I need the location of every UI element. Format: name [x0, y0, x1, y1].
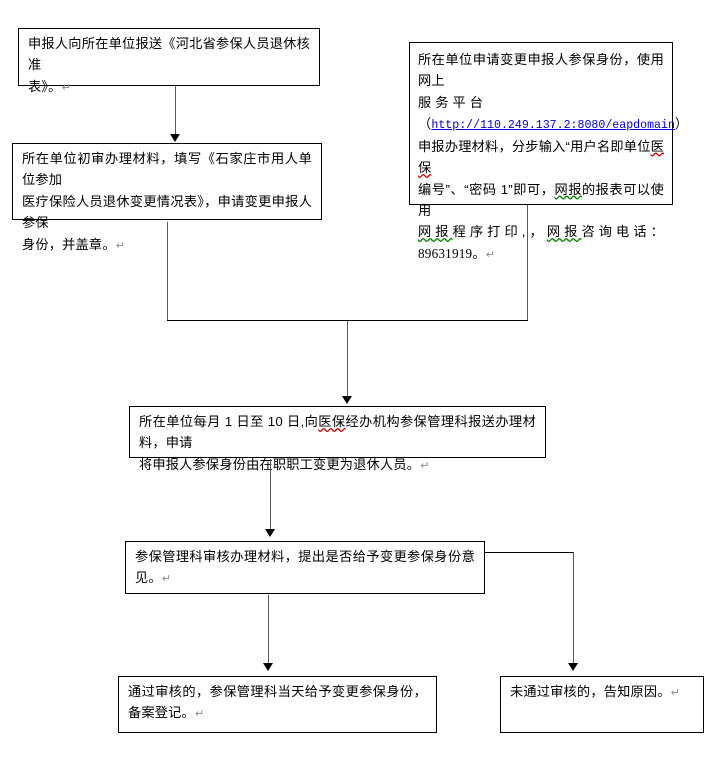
- connector-step5-branch-right: [485, 552, 574, 553]
- flow-node-step7[interactable]: 未通过审核的，告知原因。↵: [500, 676, 704, 733]
- flow-node-step5[interactable]: 参保管理科审核办理材料，提出是否给予变更参保身份意见。↵: [125, 541, 485, 594]
- connector-step5-to-step7: [573, 552, 574, 665]
- step3-word-wu: 务: [435, 94, 449, 110]
- step3-line1: 所在单位申请变更申报人参保身份，使用网上: [418, 52, 664, 89]
- step3-word-ping: 平: [452, 94, 466, 110]
- step3-line6: 网报程序打印,，网报咨询电话：89631919。↵: [418, 224, 664, 261]
- step1-line2: 表》。↵: [28, 78, 71, 94]
- step3-word-tai: 台: [469, 94, 484, 110]
- spellcheck-wangbao-3: 网报: [546, 224, 582, 240]
- arrowhead-step4-to-step5: [265, 529, 275, 537]
- paragraph-mark-icon: ↵: [61, 81, 71, 94]
- step3-line4: 申报办理材料，分步输入“用户名即单位医保: [418, 138, 664, 176]
- paragraph-mark-icon: ↵: [420, 459, 430, 472]
- step2-line3: 身份，并盖章。↵: [22, 236, 126, 252]
- flow-node-step2[interactable]: 所在单位初审办理材料，填写《石家庄市用人单位参加 医疗保险人员退休变更情况表》，…: [12, 143, 322, 252]
- spellcheck-yibao: 医保: [418, 138, 664, 176]
- arrowhead-step5-to-step7: [568, 663, 578, 671]
- step1-line1: 申报人向所在单位报送《河北省参保人员退休核准: [28, 36, 310, 73]
- step4-line1: 所在单位每月 1 日至 10 日,向医保经办机构参保管理科报送办理材料，申请: [139, 414, 536, 451]
- step2-line1: 所在单位初审办理材料，填写《石家庄市用人单位参加: [22, 151, 312, 188]
- paragraph-mark-icon: ↵: [194, 708, 205, 721]
- connector-step2-down: [167, 222, 168, 321]
- flow-node-step3[interactable]: 所在单位申请变更申报人参保身份，使用网上 服 务 平 台 （http://110…: [409, 42, 689, 261]
- flow-node-step4[interactable]: 所在单位每月 1 日至 10 日,向医保经办机构参保管理科报送办理材料，申请 将…: [129, 406, 546, 472]
- connector-step4-to-step5: [270, 459, 271, 531]
- eapdomain-link[interactable]: http://110.249.137.2:8080/eapdomain: [431, 119, 675, 133]
- flow-node-step1[interactable]: 申报人向所在单位报送《河北省参保人员退休核准 表》。↵: [18, 28, 320, 94]
- arrowhead-step1-to-step2: [170, 134, 180, 142]
- step7-line1: 未通过审核的，告知原因。↵: [510, 684, 681, 699]
- paragraph-mark-icon: ↵: [485, 248, 496, 261]
- step3-line2-spread: 服 务 平 台: [418, 92, 664, 113]
- connector-merge-to-step4: [347, 321, 348, 398]
- arrowhead-step5-to-step6: [263, 663, 273, 671]
- paragraph-mark-icon: ↵: [115, 239, 126, 252]
- step2-line2: 医疗保险人员退休变更情况表》，申请变更申报人参保: [22, 193, 312, 231]
- connector-step5-to-step6: [268, 595, 269, 665]
- connector-step3-down: [527, 205, 528, 321]
- step5-line1: 参保管理科审核办理材料，提出是否给予变更参保身份意见。↵: [135, 549, 475, 586]
- step3-line5: 编号”、“密码 1”即可，网报的报表可以使用: [418, 181, 665, 219]
- step4-line2: 将申报人参保身份由在职职工变更为退休人员。↵: [139, 456, 430, 472]
- paragraph-mark-icon: ↵: [670, 687, 681, 699]
- consult-phone: 89631919: [418, 245, 473, 261]
- arrowhead-merge-to-step4: [342, 396, 352, 404]
- flow-node-step6[interactable]: 通过审核的，参保管理科当天给予变更参保身份，备案登记。↵: [118, 676, 437, 733]
- step3-url-line: （http://110.249.137.2:8080/eapdomain）: [418, 116, 689, 133]
- paragraph-mark-icon: ↵: [161, 573, 172, 586]
- spellcheck-wangbao-2: 网报: [418, 224, 453, 240]
- spellcheck-wangbao-1: 网报: [554, 181, 582, 197]
- spellcheck-yibao-2: 医保: [318, 414, 346, 429]
- step3-word-fu: 服: [418, 94, 432, 110]
- step6-line1: 通过审核的，参保管理科当天给予变更参保身份，备案登记。↵: [128, 684, 427, 721]
- connector-merge-bus: [167, 320, 528, 321]
- connector-step1-to-step2: [175, 86, 176, 136]
